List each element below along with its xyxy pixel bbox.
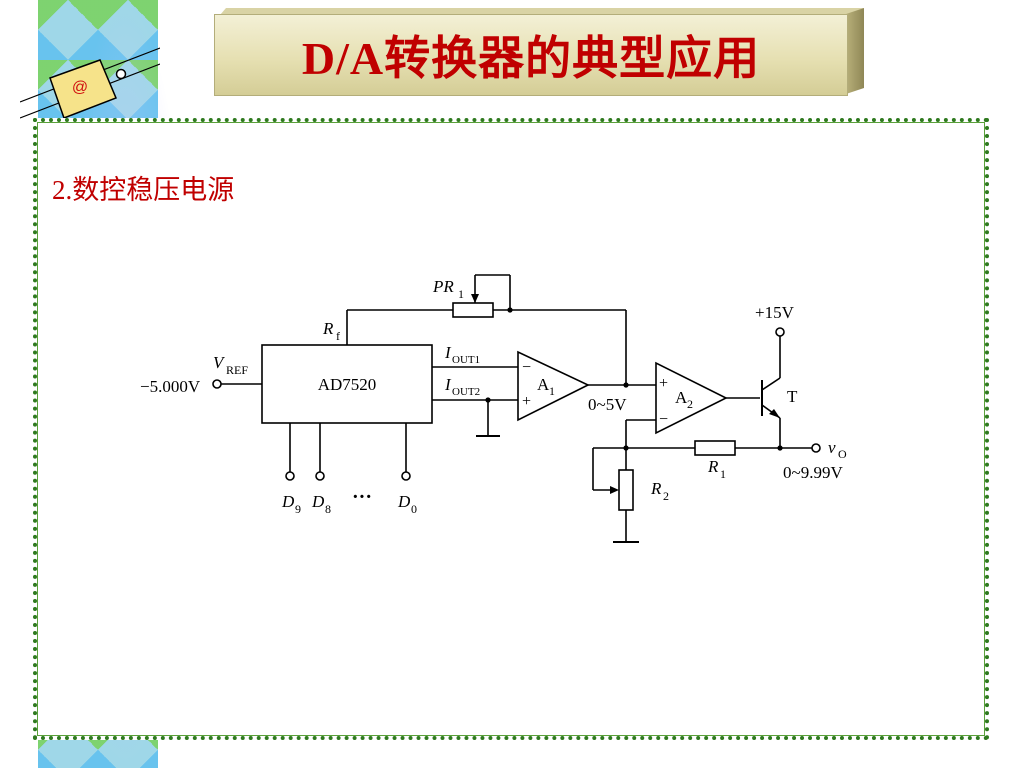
pr1-symbol: PR: [432, 277, 454, 296]
a1-symbol: A: [537, 375, 550, 394]
a1-minus-sign: −: [522, 359, 531, 376]
title-box-top: [220, 8, 864, 15]
d0-terminal: [401, 471, 411, 481]
slide-title: D/A转换器的典型应用: [301, 33, 761, 84]
transistor-label: T: [787, 387, 798, 406]
section-heading: 2.数控稳压电源: [52, 175, 235, 205]
pr1-resistor: [452, 302, 494, 318]
a1-output-range: 0~5V: [588, 395, 627, 414]
a2-minus-sign: −: [659, 411, 668, 428]
a1-subscript: 1: [549, 384, 555, 398]
rf-subscript: f: [336, 329, 340, 343]
vref-subscript: REF: [226, 363, 248, 377]
logic-gate-logo-icon: @: [20, 47, 160, 119]
bit-ellipsis: ···: [352, 486, 372, 508]
d8-terminal: [315, 471, 325, 481]
a1-plus-sign: +: [522, 393, 531, 410]
supply-terminal: [775, 327, 785, 337]
content-frame: [33, 118, 989, 740]
r1-resistor: [694, 440, 736, 456]
vref-symbol: V: [213, 353, 226, 372]
d9-terminal: [285, 471, 295, 481]
r2-symbol: R: [650, 479, 662, 498]
vref-value: −5.000V: [140, 377, 201, 396]
a2-plus-sign: +: [659, 375, 668, 392]
pr1-subscript: 1: [458, 287, 464, 301]
iout2-subscript: OUT2: [452, 386, 480, 398]
a2-symbol: A: [675, 388, 688, 407]
title-box-side: [846, 8, 864, 94]
vo-subscript: O: [838, 447, 847, 461]
d8-subscript: 8: [325, 502, 331, 516]
title-box: D/A转换器的典型应用: [214, 14, 848, 96]
supply-label: +15V: [755, 303, 795, 322]
rf-symbol: R: [322, 319, 334, 338]
logo-label: @: [72, 79, 88, 96]
d0-symbol: D: [397, 492, 411, 511]
iout1-subscript: OUT1: [452, 354, 480, 366]
iout2-symbol: I: [444, 375, 452, 394]
output-terminal: [811, 443, 821, 453]
vref-terminal: [212, 379, 222, 389]
vo-symbol: v: [828, 438, 836, 457]
vo-range: 0~9.99V: [783, 463, 843, 482]
dac-label: AD7520: [318, 375, 377, 394]
r2-resistor: [618, 469, 634, 511]
a2-subscript: 2: [687, 397, 693, 411]
d9-symbol: D: [281, 492, 295, 511]
r2-subscript: 2: [663, 489, 669, 503]
d0-subscript: 0: [411, 502, 417, 516]
r1-symbol: R: [707, 457, 719, 476]
op-amp-a1: [517, 350, 590, 422]
r1-subscript: 1: [720, 467, 726, 481]
iout1-symbol: I: [444, 343, 452, 362]
d8-symbol: D: [311, 492, 325, 511]
op-amp-a2: [655, 361, 728, 435]
d9-subscript: 9: [295, 502, 301, 516]
